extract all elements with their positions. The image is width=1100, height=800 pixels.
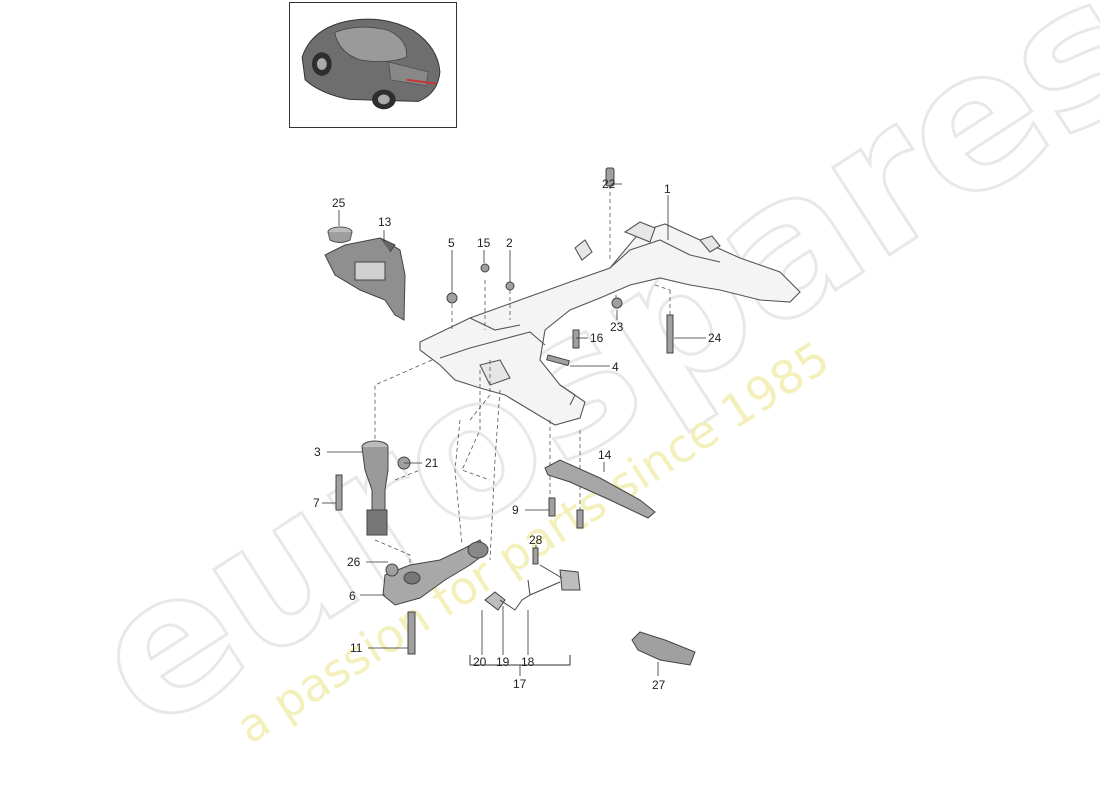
part-17-sensor-assembly [469,564,581,666]
callout-17: 17 [513,677,527,691]
callout-15: 15 [477,236,491,250]
part-13-cover [324,237,406,321]
callout-27: 27 [652,678,666,692]
callout-23: 23 [610,320,624,334]
callout-3: 3 [314,445,321,459]
callout-7: 7 [313,496,320,510]
callout-5: 5 [448,236,455,250]
part-27-strip [631,631,696,666]
callout-11: 11 [350,641,363,655]
callout-22: 22 [602,177,616,191]
part-6-control-arm [382,539,489,606]
leader-lines [322,183,706,676]
part-25-cap [327,226,353,243]
callout-6: 6 [349,589,356,603]
vehicle-thumbnail [289,2,457,128]
front-subframe [419,221,801,426]
callout-2: 2 [506,236,513,250]
callout-18: 18 [521,655,535,669]
callout-24: 24 [708,331,722,345]
watermark: eurospares a passion for parts since 198… [53,0,1100,774]
callout-25: 25 [332,196,346,210]
callout-16: 16 [590,331,604,345]
car-911-icon [301,18,441,110]
callout-14: 14 [598,448,612,462]
callout-13: 13 [378,215,392,229]
fasteners [335,167,674,655]
callout-28: 28 [529,533,543,547]
callout-4: 4 [612,360,619,374]
callout-19: 19 [496,655,510,669]
callout-26: 26 [347,555,361,569]
part-14-plate [544,459,656,519]
watermark-brand: eurospares [54,0,1100,773]
callout-21: 21 [425,456,439,470]
callout-1: 1 [664,182,671,196]
part-3-bearing [361,440,389,536]
callout-9: 9 [512,503,519,517]
callout-20: 20 [473,655,487,669]
